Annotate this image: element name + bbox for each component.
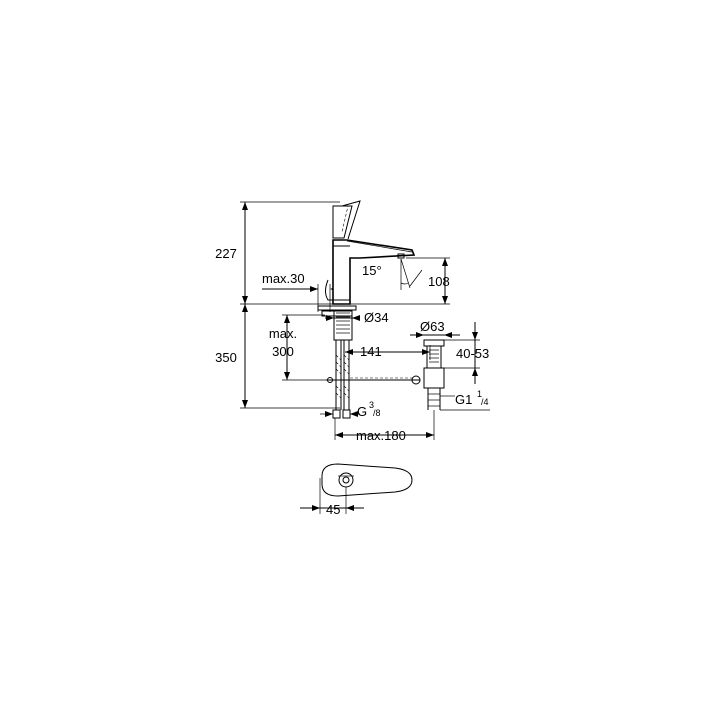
label-g114-sup: 1: [477, 389, 482, 399]
dimension-108: 108: [406, 257, 450, 304]
label-max-180: max.180: [356, 428, 406, 443]
faucet-body: [325, 200, 416, 305]
dimension-350: 350: [215, 304, 248, 408]
angle-15: 15°: [362, 258, 411, 290]
label-d63: Ø63: [420, 319, 445, 334]
dimension-45: 45: [300, 502, 364, 517]
dimension-max-180: max.180: [334, 410, 435, 443]
label-g38-base: G: [357, 404, 367, 419]
label-g38-sup: 3: [369, 400, 374, 410]
label-g114-sub: /4: [481, 397, 489, 407]
label-227: 227: [215, 246, 237, 261]
label-40-53: 40-53: [456, 346, 489, 361]
label-g114-base: G1: [455, 392, 472, 407]
thread-g114: G1 1 /4: [440, 389, 490, 411]
label-45: 45: [326, 502, 340, 517]
mounting-assembly: [317, 305, 420, 419]
dimension-d34: Ø34: [325, 310, 389, 325]
extension-lines: [240, 201, 450, 409]
dimension-d63: Ø63: [410, 319, 460, 338]
label-141: 141: [360, 344, 382, 359]
label-300: 300: [272, 344, 294, 359]
drain-assembly: [411, 339, 445, 410]
label-g38-sub: /8: [373, 408, 381, 418]
label-max: max.: [269, 326, 297, 341]
dimension-141: 141: [345, 344, 431, 360]
dimension-40-53: 40-53: [444, 322, 489, 384]
thread-g38: G 3 /8: [320, 400, 381, 419]
dimension-227: 227: [215, 202, 248, 304]
label-350: 350: [215, 350, 237, 365]
label-108: 108: [428, 274, 450, 289]
label-max-30: max.30: [262, 271, 305, 286]
label-d34: Ø34: [364, 310, 389, 325]
label-15-degree: 15°: [362, 263, 382, 278]
dimension-max-300: max. 300: [269, 315, 297, 380]
